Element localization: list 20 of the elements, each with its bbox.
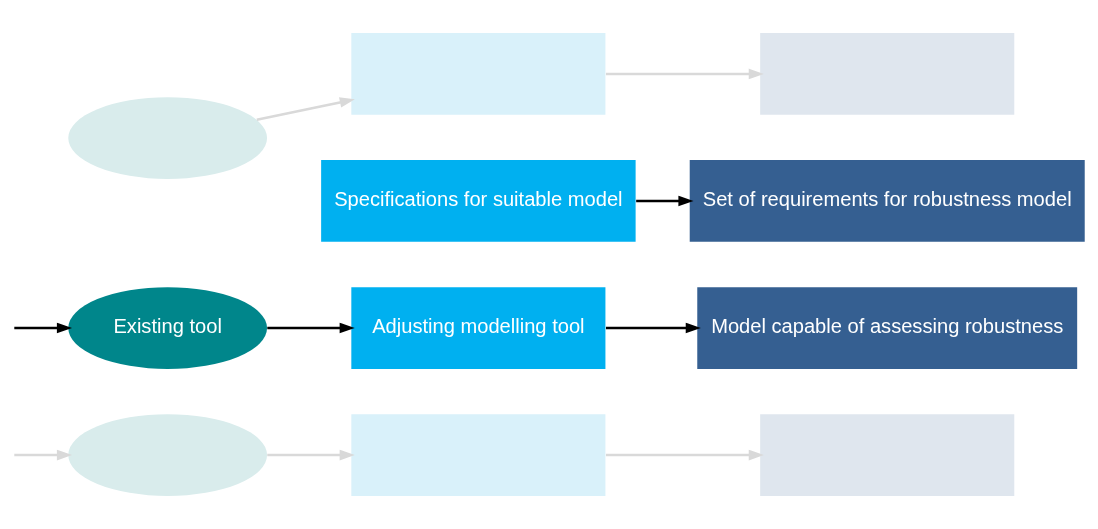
node-box: Adjusting modelling tool	[351, 287, 606, 369]
node-ellipse	[68, 414, 268, 496]
node-box	[351, 414, 606, 496]
arrow	[605, 449, 764, 461]
node-ellipse: Existing tool	[68, 287, 268, 369]
node-box: Model capable of assessing robustness	[697, 287, 1078, 369]
arrow	[605, 322, 701, 334]
arrow	[605, 68, 764, 80]
arrow	[256, 97, 355, 121]
arrow	[636, 195, 694, 207]
node-box: Set of requirements for robustness model	[689, 160, 1085, 242]
node-box	[760, 33, 1015, 115]
node-ellipse	[68, 97, 268, 179]
node-box	[351, 33, 606, 115]
node-box: Specifications for suitable model	[321, 160, 636, 242]
arrow	[14, 322, 73, 334]
node-box	[760, 414, 1015, 496]
arrow	[267, 322, 355, 334]
arrow	[267, 449, 355, 461]
arrow	[14, 449, 73, 461]
